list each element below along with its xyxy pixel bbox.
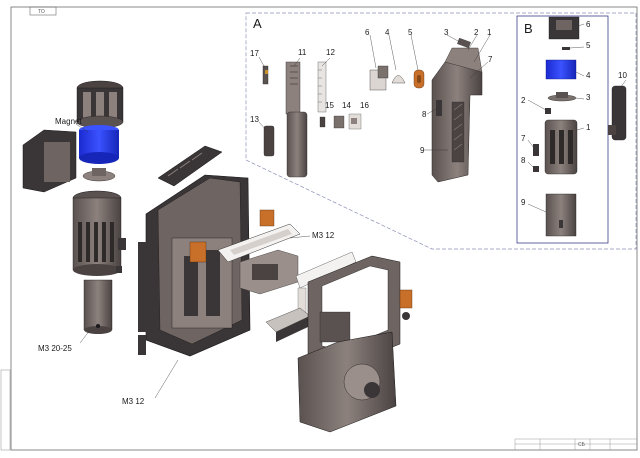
- part-17: [348, 113, 362, 130]
- callout-b-2: 2: [521, 96, 526, 105]
- callout-b-8: 8: [521, 156, 526, 165]
- title-block: [514, 438, 637, 450]
- magnet-leader: [75, 123, 89, 133]
- part-2-b: [545, 108, 551, 114]
- part-14: [262, 65, 269, 85]
- callout-b-1: 1: [586, 123, 591, 132]
- main-body-housing: [138, 174, 275, 357]
- callout-a-16: 15: [325, 101, 334, 110]
- callout-b-4: 4: [586, 71, 591, 80]
- callout-a-8: 8: [422, 110, 427, 119]
- callout-b-9: 9: [521, 198, 526, 207]
- callout-a-2: 2: [474, 28, 479, 37]
- center-ruler: [217, 223, 301, 263]
- left-cage-top: [76, 80, 124, 129]
- callout-a-14: 17: [250, 49, 259, 58]
- part-12: [317, 61, 327, 113]
- part-11: [285, 61, 308, 178]
- section-b-label: B: [524, 21, 533, 36]
- left-small-nut: [116, 266, 122, 273]
- part-6-a: [369, 65, 389, 91]
- part-5-b: [562, 47, 570, 50]
- callout-a-6: 6: [365, 28, 370, 37]
- part-9-handle: [431, 47, 483, 183]
- part-1-b-cage: [544, 119, 578, 175]
- title-block-code: СБ: [578, 442, 586, 448]
- part-8-b: [533, 166, 539, 172]
- callout-a-9: 9: [420, 146, 425, 155]
- part-7-b: [533, 144, 539, 156]
- left-clamp-bracket: [22, 129, 77, 193]
- center-slider-block: [239, 249, 299, 295]
- callout-b-7: 7: [521, 134, 526, 143]
- callout-a-15: 14: [342, 101, 351, 110]
- part-4-a: [391, 75, 406, 84]
- part-13: [263, 125, 275, 157]
- callout-a-17: 16: [360, 101, 369, 110]
- part-4-b-magnet: [545, 59, 577, 80]
- sheet-code: ТО: [38, 9, 45, 15]
- leaders-b: [527, 23, 627, 213]
- callout-a-7: 7: [488, 55, 493, 64]
- callout-10: 10: [618, 71, 627, 80]
- section-a-label: A: [253, 16, 262, 31]
- part-3-b: [547, 92, 577, 102]
- part-6-b: [548, 16, 580, 40]
- leaders-a: [258, 34, 491, 151]
- m3-12-center-label: M3 12: [312, 231, 335, 240]
- m3-12-bottom-label: M3 12: [122, 397, 145, 406]
- bottom-knob-small: [402, 312, 410, 320]
- part-16: [319, 116, 326, 128]
- callout-a-3: 3: [444, 28, 449, 37]
- callout-a-1: 1: [487, 28, 492, 37]
- callout-b-5: 5: [586, 41, 591, 50]
- top-rail: [157, 145, 223, 187]
- side-strip: [0, 369, 11, 451]
- part-9-b-holder: [545, 193, 577, 237]
- bottom-ruler: [295, 251, 357, 329]
- callout-a-12: 12: [326, 48, 335, 57]
- m3-20-25-label: M3 20-25: [38, 344, 72, 353]
- side-clip: [138, 335, 146, 355]
- sheet-frame: [10, 6, 638, 451]
- callout-b-6: 6: [586, 20, 591, 29]
- left-washer: [82, 168, 116, 182]
- detail-frame-a: [245, 12, 637, 250]
- callout-a-13: 13: [250, 115, 259, 124]
- left-holder-tube: [83, 279, 113, 334]
- sheet-code-box: [29, 6, 57, 16]
- part-15: [333, 115, 345, 129]
- m3-12-center-leader: [289, 235, 311, 239]
- left-magnet: [79, 125, 119, 164]
- part-5-a: [413, 69, 425, 89]
- callout-a-11: 11: [298, 48, 307, 57]
- bottom-slide-bar: [265, 307, 311, 342]
- callout-a-5: 5: [408, 28, 413, 37]
- m3-20-25-leader: [79, 329, 91, 344]
- part-3-a: [457, 37, 471, 49]
- m3-12-bottom-leader: [154, 359, 179, 399]
- bottom-grip-handle: [297, 331, 397, 433]
- callout-b-3: 3: [586, 93, 591, 102]
- left-cylinder-body: [72, 190, 126, 276]
- magnet-label: Magnet: [55, 117, 82, 126]
- bottom-orange-pad: [399, 289, 413, 309]
- part-10: [608, 85, 627, 141]
- callout-a-4: 4: [385, 28, 390, 37]
